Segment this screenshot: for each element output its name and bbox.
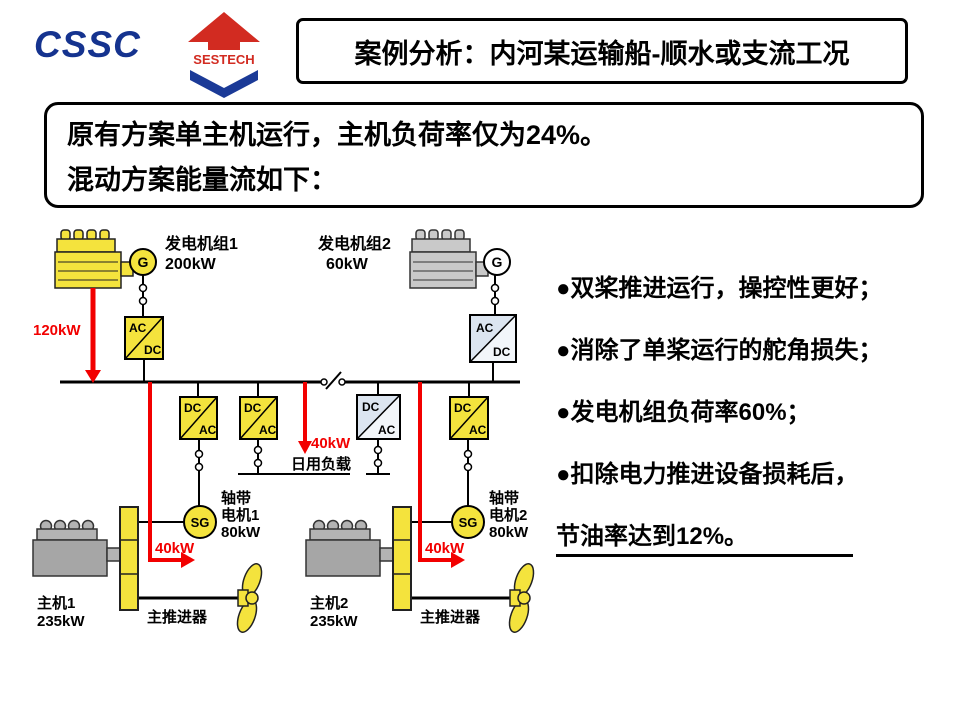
acdc-converter1: AC DC (124, 316, 164, 360)
motor1-label-line1: 轴带 (221, 489, 251, 507)
bus-tie-switch-icon (325, 371, 342, 390)
genset1-name-label: 发电机组1 (164, 234, 238, 253)
converter-dc-label: DC (454, 401, 472, 415)
shaft-gearbox1-icon (119, 506, 139, 611)
converter-ac-label: AC (378, 423, 396, 437)
genset1-power-label: 200kW (165, 256, 217, 273)
flow-daily-label: 40kW (311, 435, 351, 452)
shaft-motor2-symbol-label: SG (459, 515, 478, 530)
diagram-labels: 发电机组1 200kW 发电机组2 60kW 日用负载 轴带 电机1 80kW … (37, 234, 529, 630)
motor1-label-line2: 电机1 (221, 506, 259, 524)
sestech-arrow-up-icon (188, 12, 260, 50)
bullet-conclusion-underlined-text: 节油率达到12%。 (556, 516, 854, 557)
shaft-gearbox2-icon (392, 506, 412, 611)
dc-bus (60, 371, 520, 390)
engine1-name-label: 主机1 (37, 594, 75, 612)
genset2-name-label: 发电机组2 (317, 234, 391, 253)
dcac-inverter1: DC AC (179, 396, 218, 440)
converter-ac-label: AC (199, 423, 217, 437)
flow-main-label: 120kW (33, 322, 81, 339)
page-title: 案例分析：内河某运输船-顺水或支流工况 (354, 38, 850, 69)
intro-line2: 混动方案能量流如下： (67, 165, 337, 195)
converter-ac-label: AC (469, 423, 487, 437)
converter-ac-label: AC (476, 321, 494, 335)
generator1-symbol-label: G (138, 254, 149, 270)
main-engine2-icon (305, 519, 395, 577)
shaft-motor1-symbol-label: SG (191, 515, 210, 530)
motor1-power-label: 80kW (221, 524, 261, 541)
propeller1-icon (236, 563, 263, 633)
cssc-logo: CSSC (34, 24, 141, 65)
flow-labels: 120kW 40kW 40kW 40kW (33, 322, 465, 557)
shaft-motor2-symbol: SG (451, 505, 485, 539)
energy-flow-arrows (85, 288, 465, 568)
converter-dc-label: DC (144, 343, 162, 357)
sestech-logo-text: SESTECH (193, 52, 254, 67)
shaft-motor1-symbol: SG (183, 505, 217, 539)
motor2-power-label: 80kW (489, 524, 529, 541)
converter-dc-label: DC (184, 401, 202, 415)
motor2-label-line1: 轴带 (489, 489, 519, 507)
propulsor2-label: 主推进器 (420, 608, 481, 626)
converter-ac-label: AC (259, 423, 277, 437)
generator2-symbol: G (483, 248, 511, 276)
converter-dc-label: DC (362, 400, 380, 414)
flow-shaft1-label: 40kW (155, 540, 195, 557)
generator1-symbol: G (129, 248, 157, 276)
dcac-inverter2: DC AC (239, 396, 278, 440)
acdc-converter2: AC DC (469, 314, 517, 363)
main-engine1-icon (32, 519, 122, 577)
energy-flow-diagram: AC DC AC DC DC AC DC AC (32, 229, 535, 633)
connection-lines (138, 275, 515, 600)
engine1-power-label: 235kW (37, 613, 85, 630)
bullet-conclusion: 节油率达到12%。 (556, 516, 958, 557)
engine2-name-label: 主机2 (310, 594, 348, 612)
engine2-power-label: 235kW (310, 613, 358, 630)
bullet-item-4: ●扣除电力推进设备损耗后， (556, 461, 859, 488)
genset2-power-label: 60kW (326, 256, 369, 273)
flow-shaft2-label: 40kW (425, 540, 465, 557)
converter-ac-label: AC (129, 321, 147, 335)
bullet-item-1: ●双桨推进运行，操控性更好； (556, 275, 883, 302)
genset2-icon (409, 229, 489, 289)
dcac-inverter4: DC AC (449, 396, 489, 440)
sestech-logo: SESTECH (188, 12, 260, 98)
propeller2-icon (508, 563, 535, 633)
motor2-label-line2: 电机2 (489, 506, 527, 524)
breaker-symbols (138, 283, 500, 472)
converter-dc-label: DC (244, 401, 262, 415)
genset1-icon (54, 229, 134, 289)
generator2-symbol-label: G (492, 254, 503, 270)
bullet-item-2: ●消除了单桨运行的舵角损失； (556, 337, 883, 364)
converter-dc-label: DC (493, 345, 511, 359)
title-box: 案例分析：内河某运输船-顺水或支流工况 (296, 18, 908, 84)
bullet-item-3: ●发电机组负荷率60%； (556, 399, 811, 426)
intro-box: 原有方案单主机运行，主机负荷率仅为24%。 混动方案能量流如下： (44, 102, 924, 208)
sestech-chevron-down-icon (190, 70, 258, 98)
dcac-inverter3: DC AC (356, 394, 401, 440)
propulsor1-label: 主推进器 (147, 608, 208, 626)
intro-line1: 原有方案单主机运行，主机负荷率仅为24%。 (67, 120, 608, 150)
bullet-list: ●双桨推进运行，操控性更好； ●消除了单桨运行的舵角损失； ●发电机组负荷率60… (556, 268, 958, 584)
daily-load-label: 日用负载 (291, 455, 351, 473)
